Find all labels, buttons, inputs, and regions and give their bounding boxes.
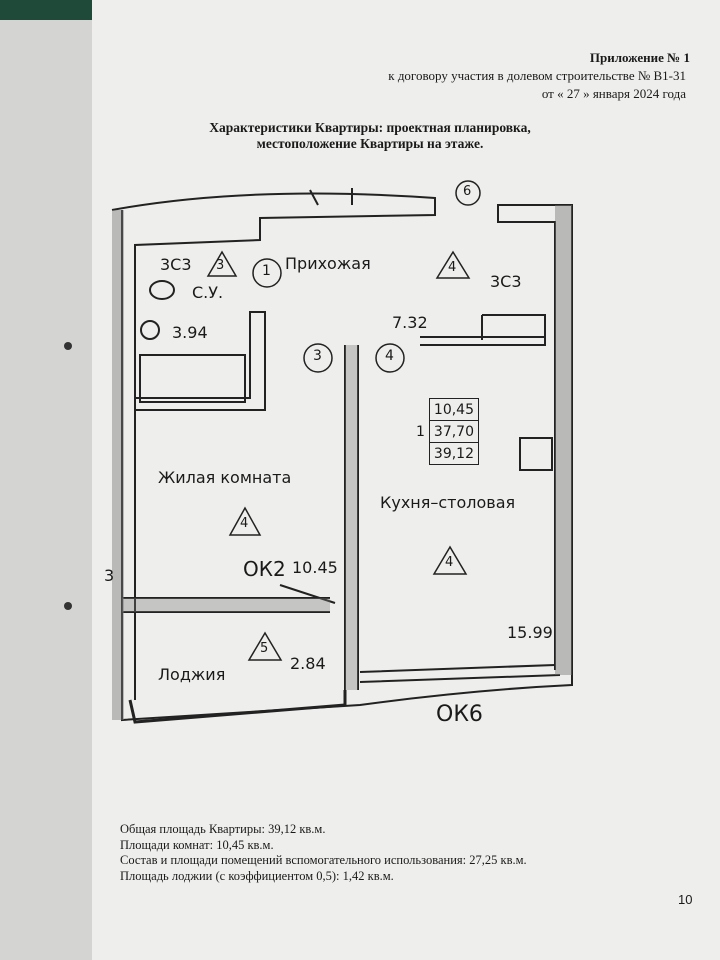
- label-edge-3: 3: [104, 566, 115, 585]
- ventilation-marks: [309, 188, 353, 206]
- label-hall: Прихожая: [285, 254, 371, 273]
- label-loggia-area: 2.84: [290, 654, 326, 673]
- duct: [481, 314, 546, 340]
- circle-3: [303, 343, 333, 373]
- triangle-living: [228, 506, 262, 536]
- label-tri-hall: 4: [448, 260, 457, 275]
- previous-page-edge: [0, 20, 110, 960]
- contract-ref: к договору участия в долевом строительст…: [388, 68, 686, 83]
- area-total: 39,12: [428, 442, 480, 465]
- label-loggia: Лоджия: [158, 665, 226, 684]
- label-living-area: 10.45: [292, 558, 338, 577]
- toilet: [149, 280, 175, 300]
- title-line-1: Характеристики Квартиры: проектная плани…: [209, 120, 531, 135]
- label-sc-right: 3С3: [490, 272, 522, 291]
- label-circ-4: 4: [385, 348, 394, 364]
- label-tri-bath: 3: [216, 258, 225, 273]
- label-sc-left: 3С3: [160, 255, 192, 274]
- area-table-num: 1: [416, 423, 425, 440]
- label-kitchen: Кухня–столовая: [380, 493, 516, 512]
- wall-outer-left: [111, 192, 436, 700]
- label-ok2: ОК2: [243, 557, 286, 581]
- summary-loggia-area: Площадь лоджии (с коэффициентом 0,5): 1,…: [120, 868, 394, 883]
- appendix-label: Приложение № 1: [589, 50, 690, 65]
- binder-hole: [64, 342, 72, 350]
- label-living: Жилая комната: [158, 468, 292, 487]
- label-hall-area: 7.32: [392, 313, 428, 332]
- wall-outer-right: [121, 204, 573, 722]
- label-circ-6: 6: [463, 184, 472, 199]
- circle-6: [455, 180, 481, 206]
- triangle-kitchen: [432, 545, 468, 575]
- wall-partition: [344, 345, 359, 690]
- binder-hole: [64, 602, 72, 610]
- label-bath: С.У.: [192, 283, 224, 302]
- label-circ-3: 3: [313, 348, 322, 364]
- summary-room-area: Площади комнат: 10,45 кв.м.: [120, 837, 274, 852]
- label-ok6: ОК6: [436, 702, 483, 727]
- wall-bathroom: [135, 311, 266, 411]
- label-tri-loggia: 5: [260, 641, 269, 656]
- loggia-edge: [128, 690, 347, 724]
- area-rooms: 10,45: [428, 398, 480, 421]
- sink: [140, 320, 160, 340]
- label-circ-hall: 1: [262, 263, 271, 279]
- triangle-hall: [435, 250, 471, 279]
- contract-date: от « 27 » января 2024 года: [541, 86, 686, 101]
- area-living: 37,70: [428, 420, 480, 443]
- document-page: [92, 0, 720, 960]
- leader-line: [279, 584, 336, 604]
- page-number: 10: [678, 892, 693, 907]
- summary-total-area: Общая площадь Квартиры: 39,12 кв.м.: [120, 822, 326, 836]
- summary: Общая площадь Квартиры: 39,12 кв.м. Площ…: [120, 822, 527, 884]
- wall-loggia: [122, 597, 330, 613]
- document-title: Характеристики Квартиры: проектная плани…: [200, 120, 540, 152]
- circle-hall: [252, 258, 282, 288]
- summary-auxiliary-area: Состав и площади помещений вспомогательн…: [120, 853, 527, 867]
- label-bath-area: 3.94: [172, 323, 208, 342]
- label-tri-kitchen: 4: [445, 555, 454, 570]
- circle-4: [375, 343, 405, 373]
- triangle-bath: [206, 250, 238, 277]
- stove: [519, 437, 553, 471]
- title-line-2: местоположение Квартиры на этаже.: [256, 136, 484, 151]
- window-ok6: [359, 664, 561, 683]
- label-kitchen-area: 15.99: [507, 623, 553, 642]
- label-tri-living: 4: [240, 516, 249, 531]
- bathtub: [139, 354, 246, 403]
- triangle-loggia: [247, 631, 283, 661]
